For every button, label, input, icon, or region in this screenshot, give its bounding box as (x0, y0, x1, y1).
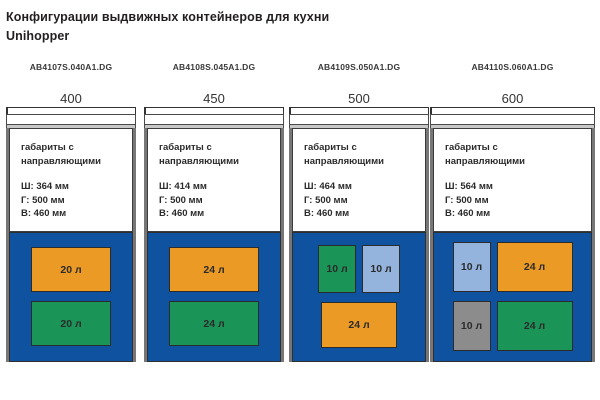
cabinet-drawing: габариты с направляющими Ш: 564 мм Г: 500 м… (430, 114, 595, 362)
cabinet-width-label: 500 (348, 91, 370, 106)
cabinet-drawing: габариты с направляющими Ш: 364 мм Г: 500 м… (6, 114, 136, 362)
dimension-line (6, 107, 136, 115)
bin-row: 20 л (10, 301, 132, 346)
spec-panel: габариты с направляющими Ш: 414 мм Г: 500 м… (147, 128, 281, 232)
spec-row: Г: 500 мм (21, 194, 65, 206)
configuration-columns: AB4107S.040A1.DG 400 габариты с направляющи… (0, 60, 600, 400)
cabinet-column-450: AB4108S.045A1.DG 450 габариты с направляющи… (144, 60, 284, 400)
article-code: AB4107S.040A1.DG (29, 62, 113, 72)
worktop (289, 114, 429, 125)
bin-20-л[interactable]: 20 л (31, 247, 111, 292)
spec-row: Г: 500 мм (304, 194, 348, 206)
cabinet-column-600: AB4110S.060A1.DG 600 габариты с направляющи… (430, 60, 595, 400)
cabinet-width-label: 450 (203, 91, 225, 106)
page-title-line-1: Конфигурации выдвижных контейнеров для к… (6, 10, 330, 24)
cabinet-width-label: 400 (60, 91, 82, 106)
spec-heading-line-1: габариты с (21, 142, 74, 153)
dimension-line (289, 107, 429, 115)
dimension-line (430, 107, 595, 115)
cabinet-carcass: габариты с направляющими Ш: 414 мм Г: 500 м… (144, 128, 284, 362)
bin-24-л[interactable]: 24 л (496, 242, 573, 292)
bin-20-л[interactable]: 20 л (31, 301, 111, 346)
spec-list: Ш: 564 мм Г: 500 мм В: 460 мм (445, 180, 580, 221)
spec-panel: габариты с направляющими Ш: 564 мм Г: 500 м… (433, 128, 592, 232)
bin-row: 24 л (293, 302, 425, 348)
spec-row: Г: 500 мм (445, 194, 489, 206)
bin-10-л[interactable]: 10 л (452, 242, 491, 292)
worktop (6, 114, 136, 125)
cabinet-carcass: габариты с направляющими Ш: 464 мм Г: 500 м… (289, 128, 429, 362)
spec-panel: габариты с направляющими Ш: 364 мм Г: 500 м… (9, 128, 133, 232)
bin-row: 20 л (10, 247, 132, 292)
bin-row: 24 л (148, 301, 280, 346)
drawer-bin-area: 20 л 20 л (9, 231, 133, 362)
bin-24-л[interactable]: 24 л (169, 301, 259, 346)
cabinet-carcass: габариты с направляющими Ш: 564 мм Г: 500 м… (430, 128, 595, 362)
bin-10-л[interactable]: 10 л (318, 245, 356, 293)
article-code: AB4109S.050A1.DG (317, 62, 401, 72)
bin-24-л[interactable]: 24 л (169, 247, 259, 292)
article-code: AB4108S.045A1.DG (172, 62, 256, 72)
page-title: Конфигурации выдвижных контейнеров для к… (6, 8, 566, 46)
article-code: AB4110S.060A1.DG (471, 62, 554, 72)
spec-heading-line-1: габариты с (304, 142, 357, 153)
spec-row: В: 460 мм (445, 208, 491, 219)
worktop (430, 114, 595, 125)
spec-heading-line-1: габариты с (159, 142, 212, 153)
spec-heading-line-2: направляющими (21, 156, 101, 167)
worktop-edge (289, 125, 429, 128)
cabinet-drawing: габариты с направляющими Ш: 414 мм Г: 500 м… (144, 114, 284, 362)
spec-row: Ш: 464 мм (304, 181, 352, 192)
spec-heading-line-2: направляющими (445, 156, 525, 167)
spec-row: Ш: 364 мм (21, 181, 69, 192)
drawer-bin-area: 24 л 24 л (147, 231, 281, 362)
bin-row: 24 л (148, 247, 280, 292)
spec-heading-line-1: габариты с (445, 142, 498, 153)
spec-list: Ш: 464 мм Г: 500 мм В: 460 мм (304, 180, 414, 221)
bin-10-л[interactable]: 10 л (362, 245, 400, 293)
cabinet-column-400: AB4107S.040A1.DG 400 габариты с направляющи… (6, 60, 136, 400)
spec-list: Ш: 364 мм Г: 500 мм В: 460 мм (21, 180, 121, 221)
spec-row: Г: 500 мм (159, 194, 203, 206)
spec-heading-line-2: направляющими (304, 156, 384, 167)
cabinet-carcass: габариты с направляющими Ш: 364 мм Г: 500 м… (6, 128, 136, 362)
spec-list: Ш: 414 мм Г: 500 мм В: 460 мм (159, 180, 269, 221)
worktop (144, 114, 284, 125)
bin-24-л[interactable]: 24 л (496, 301, 573, 351)
cabinet-drawing: габариты с направляющими Ш: 464 мм Г: 500 м… (289, 114, 429, 362)
dimension-line (144, 107, 284, 115)
worktop-edge (430, 125, 595, 128)
worktop-edge (6, 125, 136, 128)
spec-heading-line-2: направляющими (159, 156, 239, 167)
page-title-line-2: Unihopper (6, 29, 70, 43)
spec-panel: габариты с направляющими Ш: 464 мм Г: 500 м… (292, 128, 426, 232)
spec-row: В: 460 мм (304, 208, 350, 219)
cabinet-width-label: 600 (501, 91, 524, 106)
bin-10-л[interactable]: 10 л (452, 301, 491, 351)
spec-row: Ш: 564 мм (445, 181, 493, 192)
spec-row: Ш: 414 мм (159, 181, 207, 192)
bin-24-л[interactable]: 24 л (321, 302, 397, 348)
worktop-edge (144, 125, 284, 128)
cabinet-column-500: AB4109S.050A1.DG 500 габариты с направляющи… (289, 60, 429, 400)
spec-row: В: 460 мм (159, 208, 205, 219)
spec-row: В: 460 мм (21, 208, 67, 219)
